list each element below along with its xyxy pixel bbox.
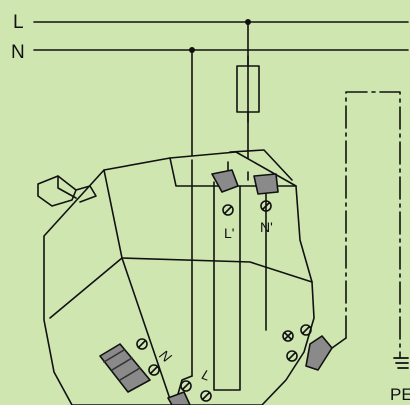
neutral-label: N [11, 42, 25, 63]
side-plug [37, 175, 77, 207]
screw-l [180, 380, 192, 392]
switched-line-label: L' [224, 225, 234, 241]
screw-l-prime-slot [224, 206, 232, 214]
screw-l-lower [200, 390, 212, 402]
terminal-block-l [167, 391, 191, 405]
screw-earth-upper [282, 330, 294, 342]
screw-l-slot [182, 382, 190, 390]
neutral-terminal-lead [177, 375, 193, 395]
terminal-block-n-ribs [103, 349, 141, 381]
screw-earth-right [300, 324, 312, 336]
screw-earth-right-slot [302, 326, 310, 334]
housing-edge-top [121, 257, 313, 283]
screw-n-lower [148, 364, 160, 376]
switched-loop-wire [213, 181, 241, 391]
device-housing [43, 151, 315, 405]
terminal-earth [305, 335, 333, 371]
housing-top-ridge [229, 149, 293, 181]
screw-n-lower-slot [150, 366, 158, 374]
screw-earth-upper-cross [284, 332, 292, 340]
line-label: L [13, 12, 24, 33]
screw-earth-lower [286, 350, 298, 362]
pe-wire [345, 91, 401, 359]
side-plug-edge [57, 175, 77, 199]
screw-n-slot [138, 340, 146, 348]
earth-wire-link [331, 337, 347, 349]
screw-earth-lower-slot [288, 352, 296, 360]
screw-l-prime [222, 204, 234, 216]
terminal-switched-neutral [253, 173, 279, 195]
terminal-switched-line [211, 169, 239, 193]
screw-l-lower-slot [202, 392, 210, 400]
pe-label: PE [390, 385, 410, 404]
housing-edge-left [49, 257, 123, 319]
side-plug-tab [75, 185, 97, 203]
screw-n [136, 338, 148, 350]
